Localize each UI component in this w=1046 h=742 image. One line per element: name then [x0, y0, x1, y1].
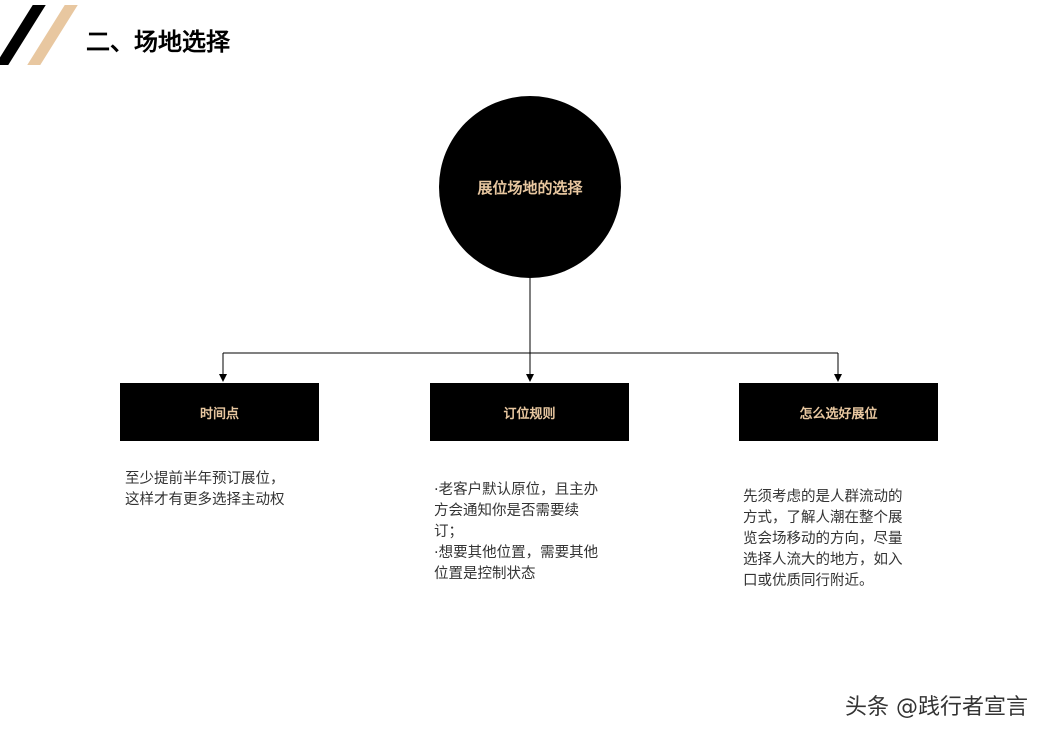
- center-node: 展位场地的选择: [439, 96, 621, 278]
- branch-description-booking-rules: ·老客户默认原位，且主办 方会通知你是否需要续 订； ·想要其他位置，需要其他 …: [434, 480, 598, 585]
- description-line: 先须考虑的是人群流动的: [743, 489, 903, 505]
- source-watermark: 头条 @践行者宣言: [845, 695, 1028, 720]
- description-line: ·想要其他位置，需要其他: [434, 545, 599, 561]
- branch-box-choose-booth: 怎么选好展位: [739, 383, 938, 441]
- slide-title: 二、场地选择: [86, 28, 230, 56]
- branch-label-choose-booth: 怎么选好展位: [799, 406, 878, 422]
- description-line: 选择人流大的地方，如入: [743, 552, 903, 568]
- description-line: 口或优质同行附近。: [743, 573, 874, 589]
- branch-box-timing: 时间点: [120, 383, 319, 441]
- description-line: 至少提前半年预订展位，: [125, 471, 285, 487]
- branch-box-booking-rules: 订位规则: [430, 383, 629, 441]
- description-line: 位置是控制状态: [434, 566, 536, 582]
- description-line: 览会场移动的方向，尽量: [743, 531, 903, 547]
- description-line: ·老客户默认原位，且主办: [434, 482, 599, 498]
- branch-label-timing: 时间点: [199, 406, 239, 422]
- branch-description-choose-booth: 先须考虑的是人群流动的 方式，了解人潮在整个展 览会场移动的方向，尽量 选择人流…: [743, 487, 903, 592]
- center-node-label: 展位场地的选择: [477, 178, 583, 197]
- description-line: 方会通知你是否需要续: [434, 503, 579, 519]
- branch-label-booking-rules: 订位规则: [503, 406, 556, 422]
- branch-description-timing: 至少提前半年预订展位， 这样才有更多选择主动权: [125, 469, 285, 511]
- description-line: 方式，了解人潮在整个展: [743, 510, 903, 526]
- description-line: 订；: [434, 524, 463, 540]
- description-line: 这样才有更多选择主动权: [125, 492, 285, 508]
